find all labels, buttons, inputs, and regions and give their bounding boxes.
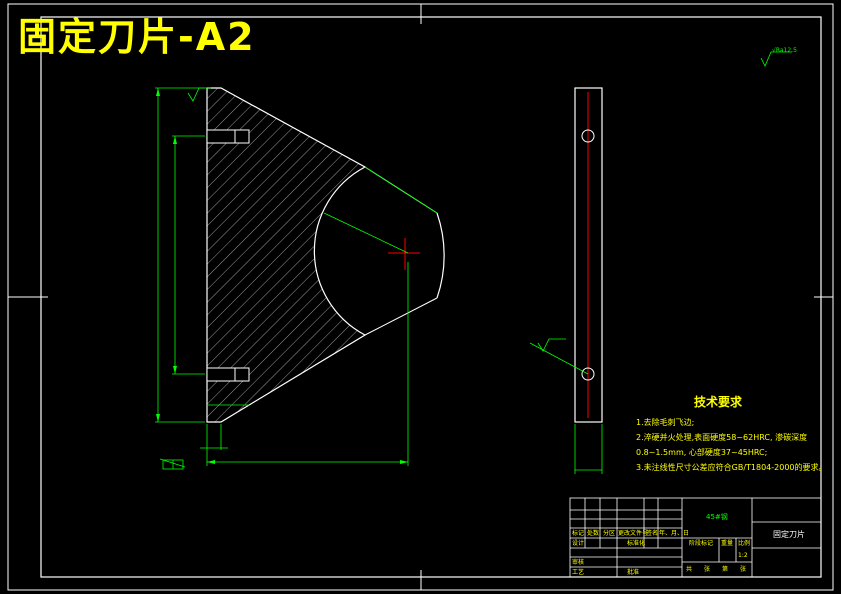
tech-requirement-line: 1.去除毛刺飞边; xyxy=(636,418,695,427)
title-block-stage-cell: 比例 xyxy=(738,540,751,547)
centering-marks xyxy=(8,4,833,590)
title-block-header-cell: 分区 xyxy=(603,530,616,537)
blade-edge-line-bottom xyxy=(364,297,438,336)
arc-center-mark xyxy=(388,238,420,270)
roughness-mark-front xyxy=(187,87,211,102)
title-block-part-name: 固定刀片 xyxy=(773,530,805,539)
dimension-arrows xyxy=(156,88,408,464)
title-block-approve-cell: 批准 xyxy=(627,569,640,576)
tech-requirement-line: 3.未注线性尺寸公差应符合GB/T1804-2000的要求。 xyxy=(636,463,827,472)
title-block-grid xyxy=(569,497,822,578)
title-block-row-label: 工艺 xyxy=(572,569,585,576)
side-view-hole-bottom xyxy=(581,367,595,381)
title-block-header-cell: 标记 xyxy=(572,530,585,537)
screw-hole-bottom xyxy=(206,367,250,382)
title-block-header-cell: 更改文件号 xyxy=(618,530,649,537)
title-block-sheet-cell: 张 xyxy=(740,566,747,573)
title-block-material: 45#钢 xyxy=(706,513,728,521)
blade-edge-arc xyxy=(436,212,445,299)
title-block-sheet-cell: 张 xyxy=(704,566,711,573)
outer-frame xyxy=(7,3,834,591)
general-roughness-label: √Ra12.5 xyxy=(772,47,797,54)
title-block-std-cell: 标准化 xyxy=(627,540,646,547)
side-view-dimension xyxy=(529,338,603,474)
screw-hole-top xyxy=(206,129,250,144)
general-roughness-mark xyxy=(760,51,792,67)
title-block-header-cell: 签名 xyxy=(646,530,659,537)
title-block-header-cell: 处数 xyxy=(587,530,600,537)
drawing-title: 固定刀片-A2 xyxy=(18,15,256,59)
title-block-header-cell: 年、月、日 xyxy=(659,530,690,537)
title-block-stage-cell: 阶段标记 xyxy=(689,540,714,547)
title-block-sheet-cell: 共 xyxy=(686,566,693,573)
tech-requirement-line: 2.淬硬并火处理,表面硬度58~62HRC, 渗碳深度 xyxy=(636,433,808,442)
title-block-sheet-cell: 第 xyxy=(722,566,729,573)
tech-requirements-title: 技术要求 xyxy=(694,395,743,409)
title-block-row-label: 设计 xyxy=(572,540,585,547)
title-block-scale: 1:2 xyxy=(738,552,748,559)
title-block-row-label: 审核 xyxy=(572,559,585,566)
title-block-stage-cell: 重量 xyxy=(721,540,734,547)
tech-requirement-line: 0.8~1.5mm, 心部硬度37~45HRC; xyxy=(636,448,768,457)
dimension-lines xyxy=(155,87,438,468)
blade-section-hatched xyxy=(206,87,367,423)
side-view-hole-top xyxy=(581,129,595,143)
side-view-body xyxy=(574,87,603,423)
